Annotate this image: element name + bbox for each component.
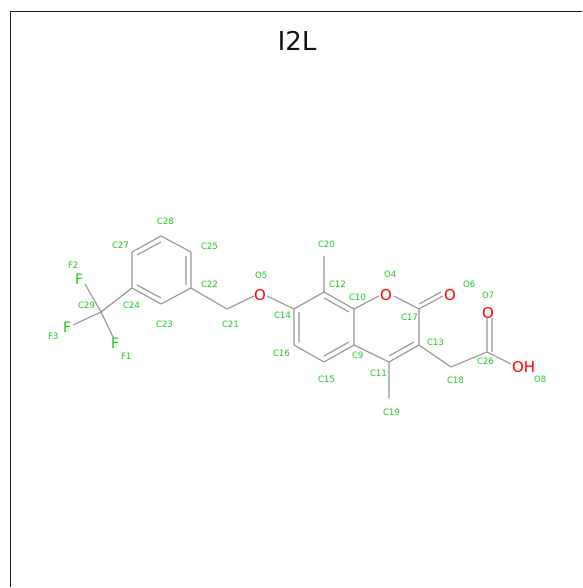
label-C10: C10 [349, 293, 366, 303]
label-C20: C20 [318, 240, 335, 250]
molecule-diagram: F F F O O O O OH F2 F3 F1 C29 C27 C28 C2… [48, 217, 546, 418]
bond-c13-c18 [418, 344, 452, 368]
bond-c11-c9 [353, 344, 390, 363]
atom-O4: O [380, 286, 392, 304]
bond-c28-c25 [160, 235, 192, 253]
bond-c22-c23 [160, 287, 192, 305]
label-C9: C9 [352, 351, 363, 361]
label-C26: C26 [477, 357, 494, 367]
atom-O6: O [444, 286, 456, 304]
label-C19: C19 [383, 408, 400, 418]
label-F1: F1 [121, 352, 131, 362]
label-C16: C16 [273, 349, 290, 359]
bond-c27-c28-inner [136, 241, 162, 256]
label-C14: C14 [274, 311, 291, 321]
label-C22: C22 [201, 280, 218, 290]
atom-O5: O [254, 286, 266, 304]
bond-o5-c14 [266, 295, 295, 310]
bond-c22-c21 [190, 287, 228, 310]
molecule-title: I2L [277, 27, 317, 57]
bond-c26-o8 [486, 351, 512, 365]
bond-c23-c24 [131, 287, 162, 305]
bond-c15-c9-inner [323, 341, 350, 357]
atom-O8: OH [512, 358, 535, 376]
label-C21: C21 [222, 320, 239, 330]
label-C27: C27 [112, 241, 129, 251]
label-C28: C28 [157, 217, 174, 227]
label-O6: O6 [463, 280, 475, 290]
atom-index-labels: F2 F3 F1 C29 C27 C28 C25 C22 C24 C23 C21… [48, 217, 546, 418]
label-C15: C15 [318, 375, 335, 385]
element-symbols: F F F O O O O OH [63, 272, 535, 376]
atom-F2: F [75, 272, 83, 288]
bond-c24-c29 [100, 287, 133, 313]
label-F3: F3 [48, 332, 58, 342]
bond-c27-c28 [131, 235, 162, 253]
label-C12: C12 [329, 280, 346, 290]
atom-F1: F [111, 336, 119, 352]
bond-c10-o4 [353, 295, 380, 310]
bond-c13-c11 [388, 344, 420, 363]
structure-panel: I2L [10, 11, 582, 587]
bond-c23-c24-inner [136, 284, 162, 299]
label-C24: C24 [123, 301, 140, 311]
label-O5: O5 [255, 271, 267, 281]
bonds [72, 235, 512, 398]
bond-c10-c12 [323, 291, 355, 310]
bond-c29-f3 [72, 311, 102, 326]
label-C18: C18 [447, 376, 464, 386]
label-C17: C17 [401, 313, 418, 323]
label-F2: F2 [68, 261, 78, 271]
bond-c12-c14 [293, 291, 325, 310]
label-O4: O4 [384, 270, 396, 280]
bond-o4-c17 [393, 295, 420, 310]
label-O7: O7 [482, 291, 494, 301]
atom-O7: O [482, 304, 494, 322]
bond-c17-o6 [418, 295, 444, 310]
bond-c29-f1 [100, 311, 115, 340]
bond-c17-o6-double [418, 291, 442, 305]
atom-F3: F [63, 320, 71, 336]
label-C11: C11 [370, 369, 387, 379]
label-C29: C29 [78, 301, 95, 311]
bond-c10-c12-inner [323, 297, 350, 313]
label-O8: O8 [534, 375, 546, 385]
label-C13: C13 [427, 338, 444, 348]
label-C25: C25 [201, 242, 218, 252]
bond-c18-c26 [450, 351, 488, 368]
bond-c16-c15 [293, 344, 325, 363]
bond-c29-f2 [84, 283, 102, 313]
label-C23: C23 [156, 320, 173, 330]
bond-c21-o5 [226, 295, 255, 310]
bond-c13-c11-inner [388, 341, 415, 357]
bond-c15-c9 [323, 344, 355, 363]
